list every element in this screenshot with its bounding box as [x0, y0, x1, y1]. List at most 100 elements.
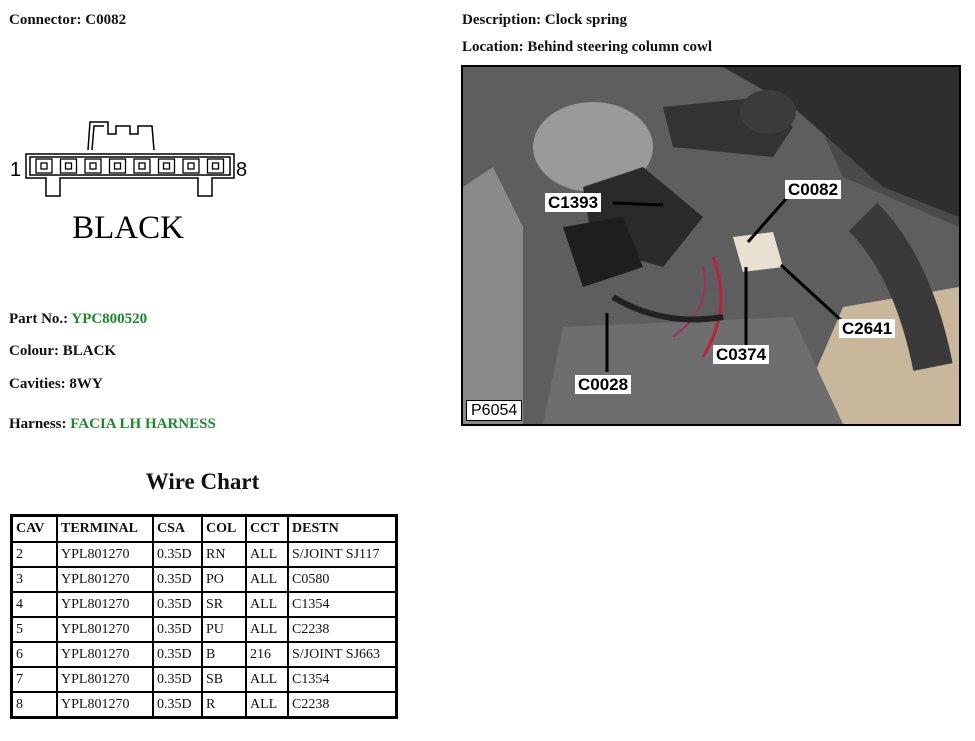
table-cell: R	[201, 691, 247, 719]
callout-c0082: C0082	[785, 180, 842, 199]
connector-pin	[89, 162, 97, 170]
connector-cavity	[108, 158, 127, 174]
callout-c2641: C2641	[839, 319, 896, 338]
harness-value: FACIA LH HARNESS	[70, 416, 216, 432]
connector-line: Connector: C0082	[9, 12, 126, 29]
table-cell: RN	[201, 541, 247, 568]
table-cell: 5	[10, 616, 58, 643]
table-cell: YPL801270	[56, 691, 154, 719]
column-header: COL	[201, 514, 247, 543]
table-cell: C1354	[287, 666, 398, 693]
connector-pin	[40, 162, 48, 170]
cavities-line: Cavities: 8WY	[9, 376, 103, 393]
table-cell: YPL801270	[56, 541, 154, 568]
table-cell: C1354	[287, 591, 398, 618]
colour-line: Colour: BLACK	[9, 343, 116, 360]
table-cell: 6	[10, 641, 58, 668]
table-cell: 216	[245, 641, 289, 668]
table-header-row: CAV TERMINAL CSA COL CCT DESTN	[10, 514, 398, 543]
table-cell: 7	[10, 666, 58, 693]
table-cell: 8	[10, 691, 58, 719]
harness-label: Harness:	[9, 416, 67, 432]
location-line: Location: Behind steering column cowl	[462, 39, 712, 56]
connector-pin	[162, 162, 171, 170]
harness-line: Harness: FACIA LH HARNESS	[9, 416, 216, 433]
table-cell: C2238	[287, 691, 398, 719]
steering-column-illustration	[463, 67, 959, 424]
callout-c1393: C1393	[545, 193, 602, 212]
table-cell: YPL801270	[56, 666, 154, 693]
part-no-line: Part No.: YPC800520	[9, 311, 147, 328]
table-cell: YPL801270	[56, 641, 154, 668]
location-value: Behind steering column cowl	[527, 39, 713, 55]
table-cell: PU	[201, 616, 247, 643]
connector-cavity	[59, 158, 78, 174]
cavities-value: 8WY	[69, 376, 103, 392]
callout-c0028: C0028	[575, 375, 632, 394]
table-cell: 0.35D	[152, 591, 203, 618]
table-cell: S/JOINT SJ663	[287, 641, 398, 668]
connector-cavity	[157, 158, 176, 174]
table-cell: ALL	[245, 566, 289, 593]
pin-last-label: 8	[236, 159, 247, 181]
table-cell: SB	[201, 666, 247, 693]
description-line: Description: Clock spring	[462, 12, 627, 29]
connector-cavity	[133, 158, 151, 174]
table-cell: YPL801270	[56, 591, 154, 618]
description-value: Clock spring	[544, 12, 628, 28]
table-cell: C0580	[287, 566, 398, 593]
table-cell: 0.35D	[152, 691, 203, 719]
connector-value: C0082	[85, 12, 127, 28]
colour-value: BLACK	[62, 343, 117, 359]
column-header: TERMINAL	[56, 514, 154, 543]
pin-first-label: 1	[10, 159, 21, 181]
connector-pin	[138, 162, 146, 170]
table-cell: B	[201, 641, 247, 668]
part-no-value: YPC800520	[71, 311, 148, 327]
description-label: Description:	[462, 12, 542, 28]
connector-cavity	[84, 158, 102, 174]
wire-chart-title: Wire Chart	[145, 469, 260, 494]
connector-cavity	[182, 158, 200, 174]
table-cell: 0.35D	[152, 541, 203, 568]
location-photo: C1393 C0082 C2641 C0374 C0028 P6054	[461, 65, 961, 426]
colour-label: Colour:	[9, 343, 59, 359]
table-cell: YPL801270	[56, 616, 154, 643]
table-cell: 3	[10, 566, 58, 593]
table-cell: 0.35D	[152, 666, 203, 693]
connector-diagram: 1 8 BLACK	[10, 121, 247, 246]
table-cell: PO	[201, 566, 247, 593]
connector-label: Connector:	[9, 12, 82, 28]
part-no-label: Part No.:	[9, 311, 69, 327]
table-cell: 2	[10, 541, 58, 568]
connector-pin	[113, 162, 122, 170]
column-header: CCT	[245, 514, 289, 543]
column-header: CAV	[10, 514, 58, 543]
table-cell: C2238	[287, 616, 398, 643]
table-cell: 0.35D	[152, 641, 203, 668]
table-cell: SR	[201, 591, 247, 618]
table-cell: 0.35D	[152, 566, 203, 593]
location-label: Location:	[462, 39, 524, 55]
table-cell: 4	[10, 591, 58, 618]
connector-color-label: BLACK	[72, 210, 184, 246]
table-cell: ALL	[245, 691, 289, 719]
callout-c0374: C0374	[713, 345, 770, 364]
connector-pin	[187, 162, 195, 170]
table-cell: S/JOINT SJ117	[287, 541, 398, 568]
table-cell: ALL	[245, 666, 289, 693]
photo-reference: P6054	[466, 400, 523, 421]
table-cell: 0.35D	[152, 616, 203, 643]
connector-cavity	[206, 158, 225, 174]
table-cell: ALL	[245, 541, 289, 568]
table-cell: ALL	[245, 591, 289, 618]
cavities-label: Cavities:	[9, 376, 66, 392]
table-cell: ALL	[245, 616, 289, 643]
